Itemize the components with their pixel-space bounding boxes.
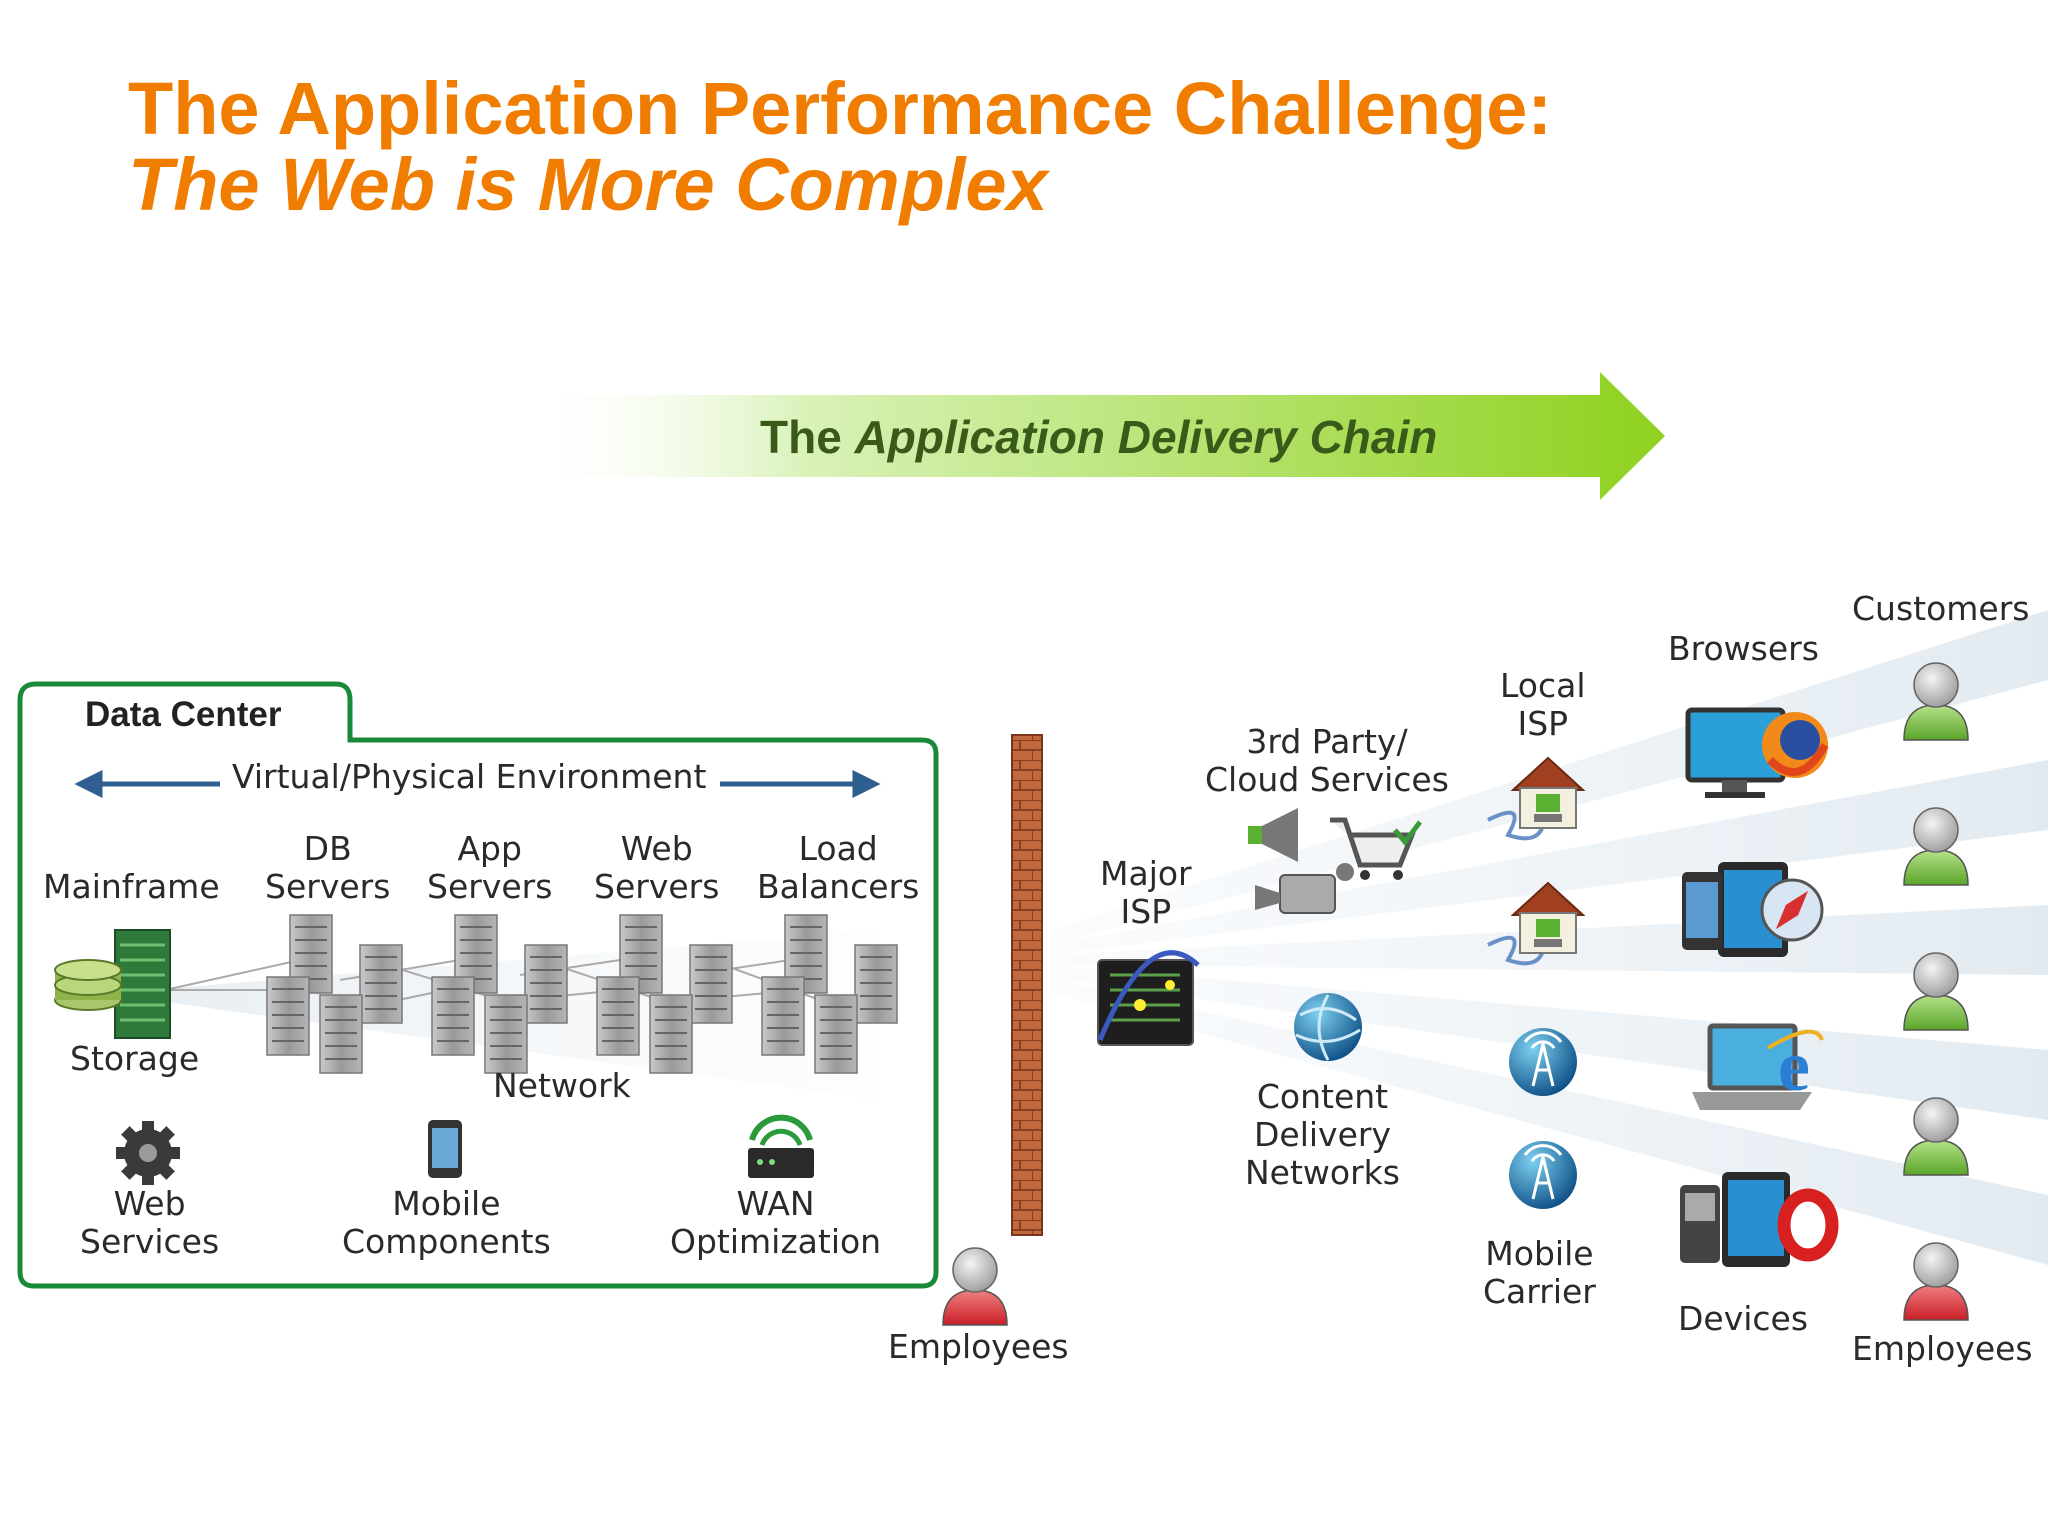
page-title: The Application Performance Challenge: (128, 67, 1553, 150)
delivery-chain-arrow (520, 372, 1665, 500)
server-clusters (266, 914, 898, 1074)
isp-server-icon (1097, 950, 1200, 1046)
storage-icon (54, 959, 122, 1011)
house-icon (1487, 881, 1586, 966)
house-icon (1487, 756, 1586, 841)
tablet-icon (1682, 862, 1788, 957)
gear-icon (116, 1121, 180, 1185)
data-center-title: Data Center (85, 695, 282, 734)
server-cluster (431, 914, 568, 1074)
mobile-carrier-towers (1509, 1028, 1577, 1209)
environment-label: Virtual/Physical Environment (232, 757, 707, 796)
server-cluster (596, 914, 733, 1074)
people-icons (942, 662, 1969, 1326)
employee-person-icon (1903, 1242, 1969, 1321)
globe-icon (1294, 993, 1362, 1061)
page-subtitle: The Web is More Complex (128, 143, 1048, 226)
mainframe-icon (114, 929, 171, 1039)
firewall (1011, 734, 1043, 1236)
server-cluster (266, 914, 403, 1074)
mobile-phone-icon (428, 1120, 462, 1178)
megaphone-icon (1248, 808, 1298, 862)
video-camera-icon (1255, 863, 1354, 914)
third-party-label: 3rd Party/Cloud Services (1205, 722, 1449, 799)
delivery-chain-label: The Application Delivery Chain (760, 411, 1438, 463)
customers-label: Customers (1852, 589, 2030, 628)
firefox-icon (1762, 712, 1829, 778)
customer-person-icon (1903, 952, 1969, 1031)
employee-person-icon (942, 1247, 1008, 1326)
storage-label: Storage (70, 1039, 200, 1078)
opera-icon (1777, 1188, 1839, 1262)
mainframe-label: Mainframe (43, 867, 220, 906)
customer-person-icon (1903, 1097, 1969, 1176)
wan-router-icon (748, 1114, 814, 1178)
shopping-cart-icon (1330, 817, 1422, 880)
server-cluster (761, 914, 898, 1074)
environment-arrows (74, 769, 881, 799)
smartphone-icon (1680, 1172, 1790, 1267)
devices-label: Devices (1678, 1299, 1809, 1338)
customer-person-icon (1903, 662, 1969, 741)
internet-explorer-icon: e (1766, 1026, 1824, 1106)
customer-person-icon (1903, 807, 1969, 886)
cell-tower-icon (1509, 1028, 1577, 1096)
cell-tower-icon (1509, 1141, 1577, 1209)
safari-icon (1760, 878, 1824, 942)
employees-left-label: Employees (888, 1327, 1069, 1366)
browsers-label: Browsers (1668, 629, 1819, 668)
employees-right-label: Employees (1852, 1329, 2033, 1368)
network-label: Network (493, 1066, 631, 1105)
local-isp-houses (1487, 756, 1586, 966)
laptop-icon (1692, 1023, 1812, 1110)
